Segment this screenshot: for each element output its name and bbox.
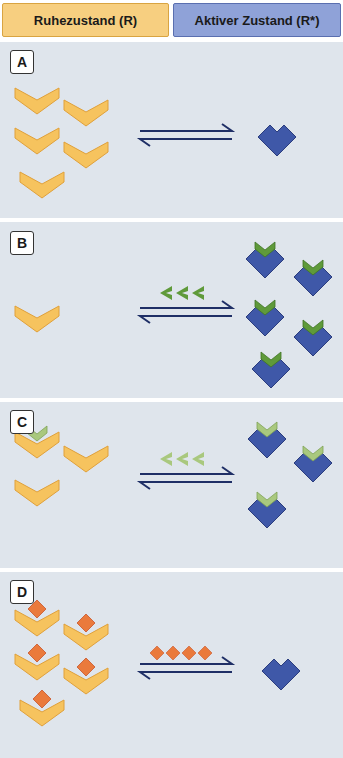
- panel-letter: A: [10, 50, 34, 74]
- state-header: Ruhezustand (R): [2, 3, 169, 37]
- state-header: Aktiver Zustand (R*): [173, 3, 341, 37]
- panel-letter: C: [10, 410, 34, 434]
- node-text: Aktiver Zustand (R*): [195, 13, 320, 28]
- node-text: A: [17, 54, 27, 70]
- node-text: B: [17, 235, 27, 251]
- panel-letter: D: [10, 580, 34, 604]
- panel-letter: B: [10, 231, 34, 255]
- node-text: Ruhezustand (R): [34, 13, 137, 28]
- node-text: D: [17, 584, 27, 600]
- node-text: C: [17, 414, 27, 430]
